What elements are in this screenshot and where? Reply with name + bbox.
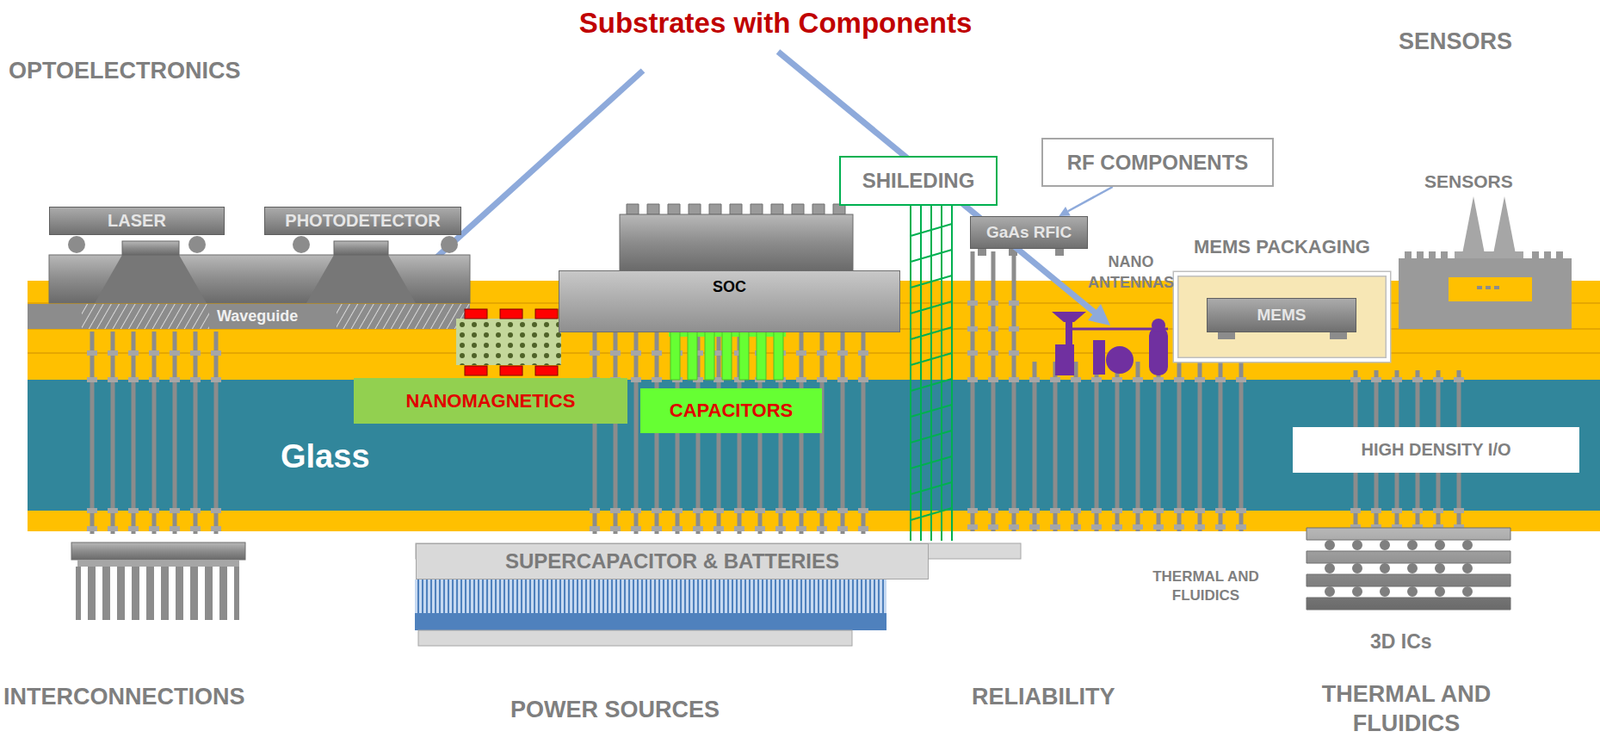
coil-antenna (1149, 327, 1168, 376)
node-text: GaAs RFIC (986, 222, 1072, 242)
node-text: MEMS (1257, 305, 1307, 325)
component-box: MEMS (1206, 297, 1357, 333)
section-label: THERMAL AND FLUIDICS (1303, 679, 1510, 739)
node-text: Waveguide (216, 307, 298, 326)
micro-bump (1324, 539, 1473, 597)
solder-ball (292, 235, 310, 254)
coil-antenna (1151, 318, 1166, 333)
dipole-antenna (1093, 339, 1106, 375)
component-box: GaAs RFIC (969, 216, 1088, 249)
taper (94, 254, 207, 303)
sensor-body (1398, 258, 1572, 329)
magnet-pad (500, 308, 523, 319)
part-label: THERMAL AND FLUIDICS (1141, 567, 1271, 606)
magnet-pad (464, 365, 488, 376)
node-text: MEMS PACKAGING (1193, 235, 1371, 259)
antenna-stem (1065, 321, 1073, 348)
callout-box: HIGH DENSITY I/O (1292, 426, 1580, 473)
component-box: PHOTODETECTOR (264, 206, 462, 235)
package-outline (1175, 273, 1389, 360)
horn-antenna (1051, 311, 1087, 322)
battery-layer (418, 630, 853, 646)
magnet-pad (535, 308, 558, 319)
via (92, 251, 1459, 534)
mems-anchor (1217, 332, 1347, 340)
node-text: NANOMAGNETICS (406, 389, 576, 413)
bump (333, 240, 389, 255)
node-text: Glass (280, 438, 371, 476)
patch-antenna (1105, 345, 1134, 374)
battery-stack: SUPERCAPACITOR & BATTERIES (415, 543, 929, 580)
magnet-pad (464, 308, 488, 319)
solder-ball (67, 235, 86, 254)
sensor-element (1476, 285, 1500, 290)
grating-coupler (81, 303, 210, 329)
capacitor-pillar (670, 331, 784, 380)
glass-band (27, 379, 1600, 511)
electrolyte-layer (414, 612, 887, 631)
soc-die (619, 214, 853, 271)
part-label: NANO ANTENNAS (1082, 251, 1180, 294)
arrow-head (1087, 303, 1111, 326)
part-label: 3D ICs (1370, 630, 1433, 655)
node-text: CAPACITORS (669, 399, 793, 422)
waveguide-band (27, 303, 470, 329)
connector-pin (75, 566, 240, 620)
node-text: HIGH DENSITY I/O (1360, 439, 1511, 460)
package-outline (1175, 273, 1389, 360)
part-label: SENSORS (1424, 170, 1514, 192)
grating-coupler (336, 303, 470, 329)
magnetic-film (456, 318, 562, 365)
chip-pin (626, 203, 846, 215)
sensor-spike (1461, 196, 1486, 259)
callout-box: SHILEDING (839, 155, 998, 206)
connector-plate (77, 559, 240, 567)
arrow-head (1058, 206, 1070, 217)
glass-core: Glass NANOMAGNETICS CAPACITORS HIGH DENSITY… (27, 379, 1600, 511)
diagram-title: Substrates with Components (474, 6, 1077, 40)
shield-grid (910, 205, 952, 541)
connector (1058, 186, 1112, 217)
sensor-spike (1492, 196, 1517, 259)
section-label: RELIABILITY (971, 682, 1116, 711)
solder-ball (188, 235, 206, 254)
connector-line (1068, 186, 1113, 211)
node-text: RF COMPONENTS (1067, 150, 1249, 175)
sensor-pin (1404, 251, 1563, 259)
component-box: CAPACITORS (640, 388, 822, 433)
section-label: OPTOELECTRONICS (8, 56, 241, 85)
bump (122, 240, 180, 255)
callout-box: RF COMPONENTS (1041, 137, 1274, 187)
taper (306, 254, 416, 303)
section-label: POWER SOURCES (510, 695, 720, 723)
node-text: SHILEDING (862, 168, 976, 193)
package-outline: MEMS PACKAGING MEMS (1175, 235, 1389, 360)
node-text: LASER (107, 210, 167, 231)
component-box: LASER (49, 206, 225, 235)
node-text: PHOTODETECTOR (284, 210, 440, 231)
magnet-pad (535, 365, 558, 376)
connector-plate (71, 542, 246, 560)
magnet-pad (500, 365, 523, 376)
node-text: SOC (712, 277, 747, 297)
soc-block: SOC (558, 270, 901, 333)
stacked-die (1306, 527, 1511, 610)
antenna-base (1055, 344, 1075, 376)
coupler-block (49, 254, 470, 303)
node-text: SUPERCAPACITOR & BATTERIES (505, 549, 840, 574)
waveguide-band: Waveguide (27, 303, 470, 329)
solder-ball (440, 235, 458, 254)
section-label: SENSORS (1398, 27, 1513, 56)
magnetic-particles (456, 318, 562, 365)
sensor-window (1448, 277, 1533, 302)
electrode-layer (414, 579, 887, 613)
section-label: INTERCONNECTIONS (3, 682, 246, 711)
component-box: NANOMAGNETICS (353, 377, 628, 424)
